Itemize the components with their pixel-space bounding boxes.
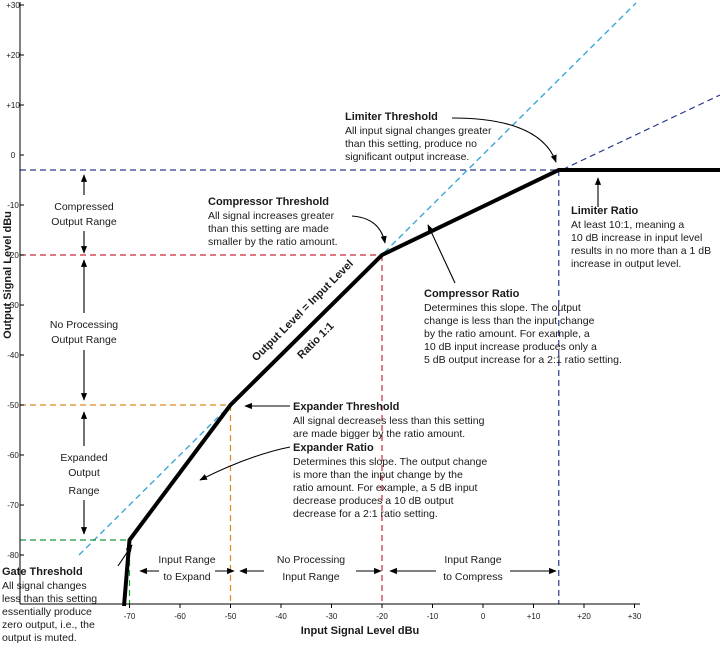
no-processing-output-range-line-2: Output Range [51, 334, 117, 346]
y-tick-label: -30 [7, 301, 19, 310]
gate-threshold-arrow [117, 544, 133, 567]
compressor-ratio-line-2: change is less than the input change [424, 315, 595, 327]
expander-ratio-line-2: is more than the input change by the [293, 469, 463, 481]
expander-threshold-annotation: Expander Threshold All signal decreases … [293, 401, 485, 440]
limiter-ratio-line-2: 10 dB increase in input level [571, 232, 702, 244]
gate-threshold-line-1: All signal changes [2, 580, 87, 592]
y-tick-label: -10 [7, 201, 19, 210]
expander-ratio-line-1: Determines this slope. The output change [293, 456, 487, 468]
compressor-ratio-line-1: Determines this slope. The output [424, 302, 581, 314]
expander-threshold-line-2: are made bigger by the ratio amount. [293, 428, 465, 440]
compressed-output-range-line-2: Output Range [51, 216, 117, 228]
compressor-ratio-arrow [427, 224, 456, 284]
compressor-threshold-arrow [351, 215, 387, 244]
input-range-no-processing-line-2: Input Range [282, 571, 339, 583]
gate-threshold-annotation: Gate Threshold All signal changes less t… [2, 566, 97, 644]
gate-threshold-line-2: less than this setting [2, 593, 97, 605]
gate-threshold-title: Gate Threshold [2, 566, 83, 578]
expander-ratio-line-5: decrease for a 2:1 ratio setting. [293, 508, 438, 520]
y-tick-label: -20 [7, 251, 19, 260]
y-tick-label: +30 [6, 1, 20, 10]
input-range-labels: Input Range to Expand No Processing Inpu… [158, 554, 502, 583]
x-tick-label: -70 [124, 612, 136, 621]
limiter-threshold-line-2: than this setting, produce no [345, 138, 477, 150]
x-tick-label: -10 [427, 612, 439, 621]
expander-threshold-line-1: All signal decreases less than this sett… [293, 415, 485, 427]
limiter-threshold-title: Limiter Threshold [345, 111, 438, 123]
no-processing-output-range-line-1: No Processing [50, 319, 118, 331]
output-range-labels: Compressed Output Range No Processing Ou… [50, 201, 118, 497]
y-tick-label: -40 [7, 351, 19, 360]
expander-ratio-line-4: decrease produces a 10 dB output [293, 495, 454, 507]
input-range-expand-line-2: to Expand [163, 571, 210, 583]
y-tick-label: +10 [6, 101, 20, 110]
annotation-arrows [80, 117, 602, 575]
compressor-ratio-line-5: 5 dB output increase for a 2:1 ratio set… [424, 354, 622, 366]
limiter-ratio-line-1: At least 10:1, meaning a [571, 219, 684, 231]
ratio-label: Ratio 1:1 [295, 320, 336, 361]
compressor-ratio-line-3: by the ratio amount. For example, a [424, 328, 590, 340]
gate-threshold-line-4: zero output, i.e., the [2, 619, 95, 631]
compressor-ratio-line-4: 10 dB input increase produces only a [424, 341, 597, 353]
compressor-ratio-title: Compressor Ratio [424, 288, 520, 300]
compressor-threshold-line-3: smaller by the ratio amount. [208, 236, 338, 248]
limiter-threshold-arrow [451, 117, 557, 163]
x-tick-label: +30 [628, 612, 642, 621]
input-range-compress-line-1: Input Range [444, 554, 501, 566]
compressor-threshold-line-1: All signal increases greater [208, 210, 335, 222]
compressor-threshold-line-2: than this setting are made [208, 223, 329, 235]
compressor-threshold-annotation: Compressor Threshold All signal increase… [208, 196, 338, 248]
expander-threshold-title: Expander Threshold [293, 401, 399, 413]
gate-threshold-line-3: essentially produce [2, 606, 92, 618]
limiter-threshold-line-1: All input signal changes greater [345, 125, 492, 137]
x-tick-label: -50 [225, 612, 237, 621]
limiter-ratio-title: Limiter Ratio [571, 205, 639, 217]
x-axis-title: Input Signal Level dBu [301, 625, 420, 637]
y-tick-label: -50 [7, 401, 19, 410]
y-tick-label: 0 [11, 151, 16, 160]
y-tick-label: -80 [7, 551, 19, 560]
input-range-expand-line-1: Input Range [158, 554, 215, 566]
limiter-ratio-line-3: results in no more than a 1 dB [571, 245, 711, 257]
x-tick-label: -40 [275, 612, 287, 621]
x-tick-label: -30 [326, 612, 338, 621]
expanded-output-range-line-2: Output [68, 467, 100, 479]
expander-ratio-title: Expander Ratio [293, 442, 374, 454]
expanded-output-range-line-3: Range [69, 485, 100, 497]
input-range-no-processing-line-1: No Processing [277, 554, 345, 566]
x-tick-label: -60 [174, 612, 186, 621]
limiter-threshold-annotation: Limiter Threshold All input signal chang… [345, 111, 492, 163]
expander-ratio-arrow [199, 446, 291, 481]
limiter-threshold-line-3: significant output increase. [345, 151, 469, 163]
gate-threshold-line-5: output is muted. [2, 632, 77, 644]
x-tick-label: -20 [376, 612, 388, 621]
expander-ratio-annotation: Expander Ratio Determines this slope. Th… [293, 442, 487, 520]
y-tick-label: -70 [7, 501, 19, 510]
x-tick-label: 0 [481, 612, 486, 621]
compressor-ratio-annotation: Compressor Ratio Determines this slope. … [424, 288, 622, 366]
x-tick-label: +10 [527, 612, 541, 621]
limiter-ratio-line-4: increase in output level. [571, 258, 681, 270]
expander-ratio-line-3: ratio amount. For example, a 5 dB input [293, 482, 478, 494]
y-tick-label: +20 [6, 51, 20, 60]
limiter-ratio-annotation: Limiter Ratio At least 10:1, meaning a 1… [571, 205, 711, 270]
compressor-threshold-title: Compressor Threshold [208, 196, 329, 208]
input-range-compress-line-2: to Compress [443, 571, 503, 583]
y-tick-label: -60 [7, 451, 19, 460]
expanded-output-range-line-1: Expanded [60, 452, 107, 464]
compressed-output-range-line-1: Compressed [54, 201, 114, 213]
x-tick-label: +20 [577, 612, 591, 621]
y-axis-title: Output Signal Level dBu [2, 211, 14, 339]
